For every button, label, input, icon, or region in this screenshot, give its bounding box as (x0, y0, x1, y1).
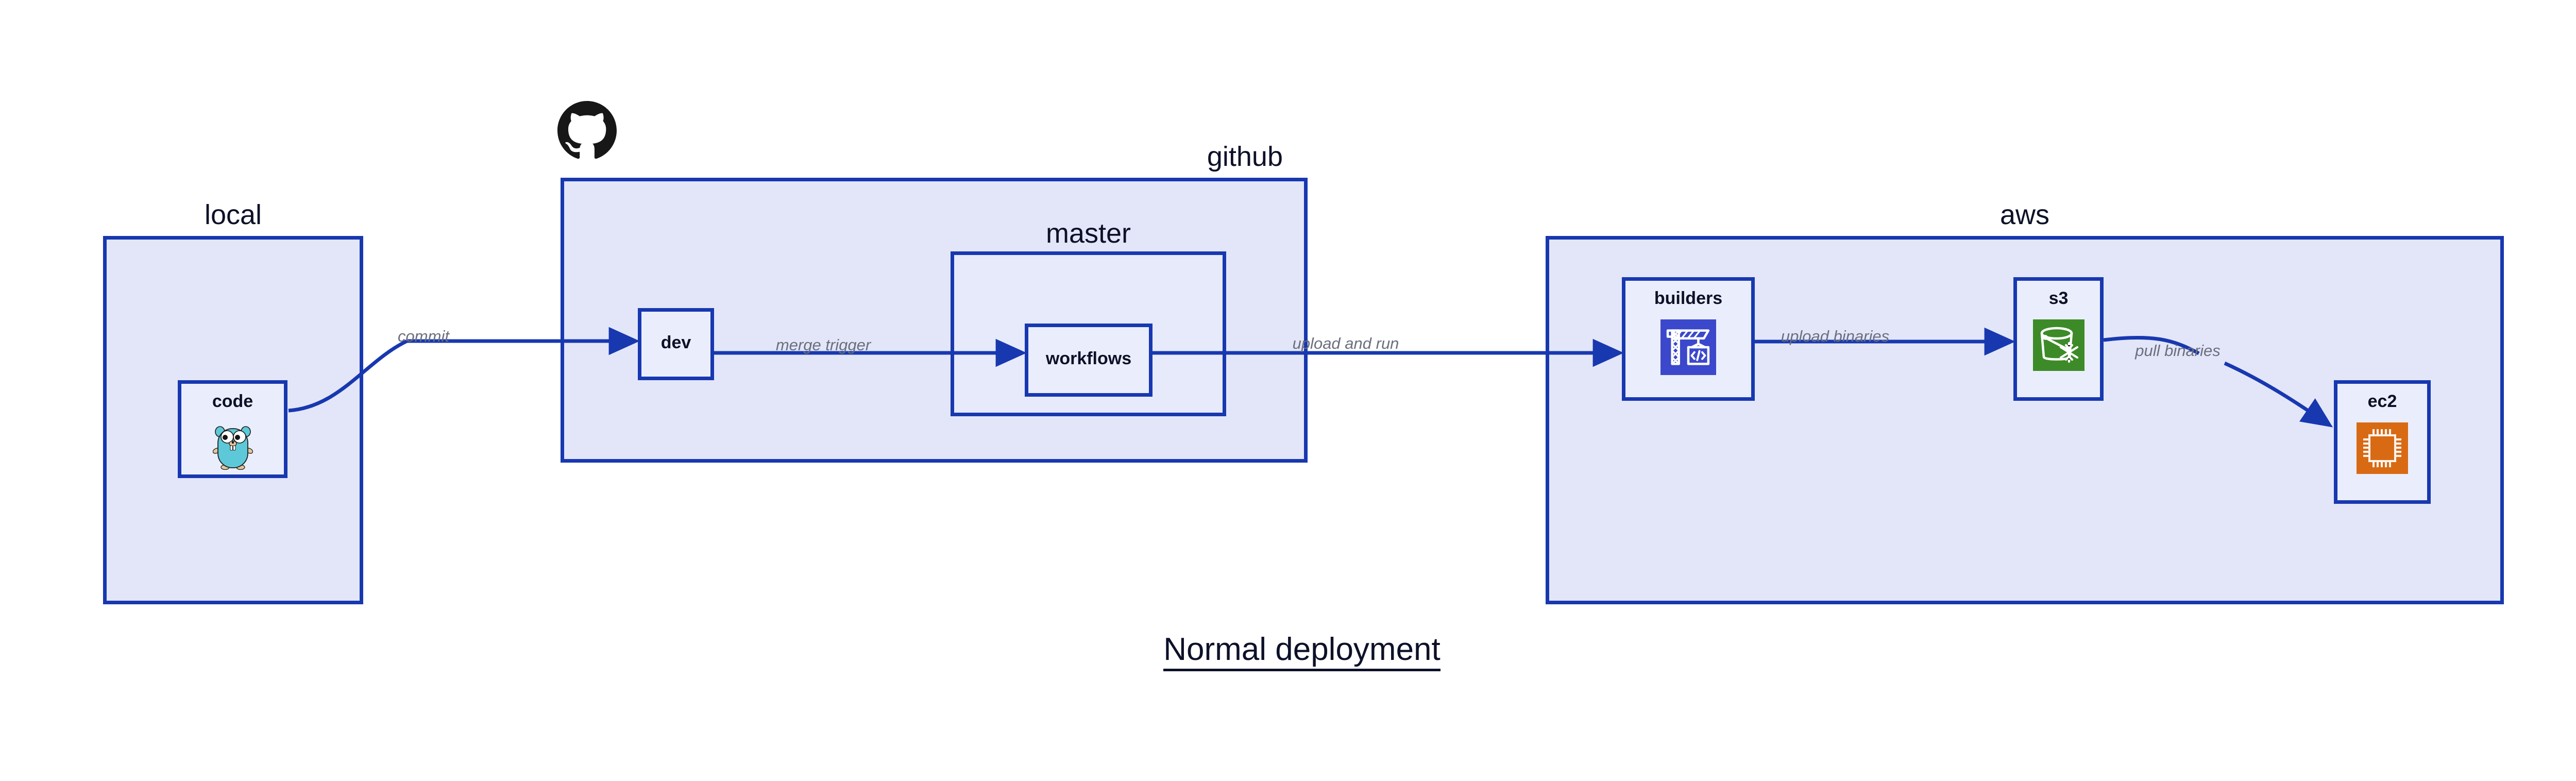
edge-label-upload-binaries: upload binaries (1781, 327, 1890, 345)
go-gopher-icon (212, 422, 253, 470)
node-code-label: code (212, 392, 253, 411)
page-title-text: Normal deployment (1163, 632, 1440, 671)
node-builders-label: builders (1654, 288, 1723, 308)
node-s3-label: s3 (2048, 288, 2069, 308)
edge-label-upload-and-run: upload and run (1292, 334, 1399, 352)
page-title: Normal deployment (0, 631, 2576, 671)
github-octocat-icon (557, 101, 617, 160)
zone-github-label: github (1207, 141, 1283, 172)
aws-codebuild-icon (1660, 319, 1716, 375)
aws-s3-glacier-icon (2032, 319, 2084, 371)
node-ec2-label: ec2 (2367, 392, 2397, 411)
zone-aws-label: aws (1999, 199, 2050, 230)
edge-label-pull-binaries: pull binaries (2135, 342, 2221, 360)
subzone-master-label: master (1045, 218, 1131, 249)
node-workflows-label: workflows (1045, 349, 1132, 368)
node-dev-label: dev (660, 333, 691, 352)
node-dev[interactable] (638, 308, 714, 380)
edge-label-commit: commit (398, 327, 449, 345)
edge-label-merge-trigger: merge trigger (775, 336, 871, 354)
zone-local-label: local (204, 199, 262, 230)
aws-ec2-icon (2357, 422, 2408, 474)
